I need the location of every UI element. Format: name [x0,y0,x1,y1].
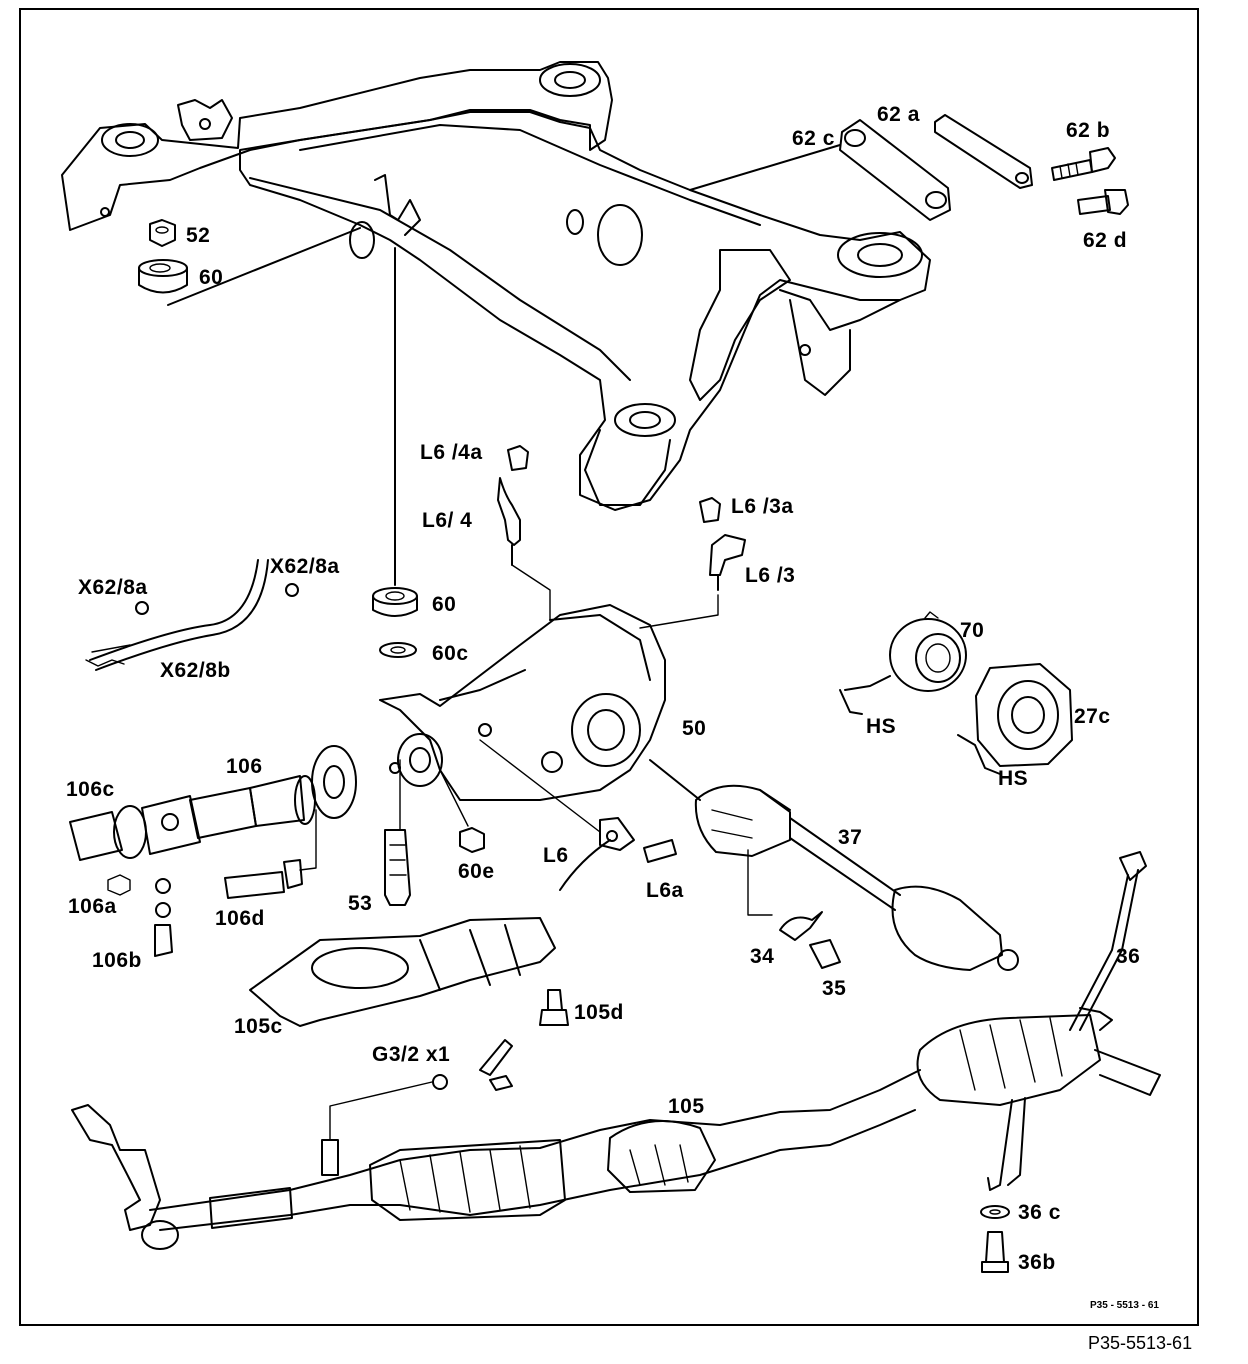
parking-brake-70 [839,611,967,715]
final-drive-50 [379,604,666,801]
label-53: 53 [348,892,373,915]
bolt-L6a [643,839,677,863]
heat-shield-105c [249,917,556,1027]
label-106: 106 [226,755,263,778]
sensor-L6-3 [639,497,746,629]
diagram-frame [19,8,1199,1326]
rear-axle-carrier [61,61,931,511]
label-62d: 62 d [1083,229,1128,252]
label-HS-2: HS [998,767,1029,790]
label-106a: 106a [68,895,117,918]
leader-62c [689,144,841,191]
clip-34 [779,911,823,941]
label-L6-4: L6/ 4 [422,509,473,532]
bolt-62b [1051,147,1116,181]
label-60e: 60e [458,860,495,883]
fastener-106c [107,874,131,896]
leader-60e [439,769,469,827]
washer-60c [379,642,417,658]
nut-60e [459,827,485,853]
label-L6-3: L6 /3 [745,564,796,587]
propeller-shaft-106 [69,745,357,861]
label-27c: 27c [1074,705,1111,728]
label-X62-8a-right: X62/8a [270,555,340,578]
label-HS-1: HS [866,715,897,738]
label-G3-2x1: G3/2 x1 [372,1043,451,1066]
harness-X62 [85,559,299,671]
label-105c: 105c [234,1015,283,1038]
bolt-62d [1077,189,1129,215]
washer-36c [980,1205,1010,1219]
label-L6-3a: L6 /3a [731,495,794,518]
label-62c: 62 c [792,127,835,150]
leader-60-top [167,227,361,306]
strut-62a [934,114,1033,189]
hub-27c [957,663,1073,775]
label-105: 105 [668,1095,705,1118]
bolt-36b [981,1231,1009,1273]
bolt-105d [539,989,569,1026]
mount-60-top [138,259,188,294]
label-36b: 36b [1018,1251,1056,1274]
label-62a: 62 a [877,103,920,126]
label-L6-4a: L6 /4a [420,441,483,464]
brace-62c [839,119,951,221]
label-50: 50 [682,717,707,740]
figure-code-outer: P35-5513-61 [1088,1333,1193,1353]
label-106c: 106c [66,778,115,801]
lambda-sensor-G3-2x1 [321,1039,513,1176]
label-X62-8a-left: X62/8a [78,576,148,599]
leader-106d [299,809,317,871]
label-L6a: L6a [646,879,684,902]
label-X62-8b: X62/8b [160,659,231,682]
bolt-35 [809,939,841,969]
label-106b: 106b [92,949,142,972]
label-37: 37 [838,826,863,849]
label-105d: 105d [574,1001,624,1024]
figure-code-inner: P35 - 5513 - 61 [1090,1300,1159,1311]
label-62b: 62 b [1066,119,1111,142]
drive-shaft-37 [649,759,1019,971]
sensor-L6-4 [497,445,551,621]
label-36: 36 [1116,945,1141,968]
label-36c: 36 c [1018,1201,1061,1224]
nuts-106b [154,878,173,957]
label-35: 35 [822,977,847,1000]
label-L6: L6 [543,844,569,867]
label-106d: 106d [215,907,265,930]
bolt-53 [384,829,411,906]
exhaust-system-105 [71,1007,1161,1250]
bolt-106d [224,859,303,899]
mount-60-mid [372,587,418,617]
label-60-mid: 60 [432,593,457,616]
bracket-L6 [559,817,635,891]
label-34: 34 [750,945,775,968]
leader-L6 [479,739,601,833]
label-52: 52 [186,224,211,247]
label-60-top: 60 [199,266,224,289]
leader-34 [747,849,773,916]
label-70: 70 [960,619,985,642]
hanger-36 [1069,851,1147,1031]
label-60c: 60c [432,642,469,665]
nut-52 [149,219,176,247]
